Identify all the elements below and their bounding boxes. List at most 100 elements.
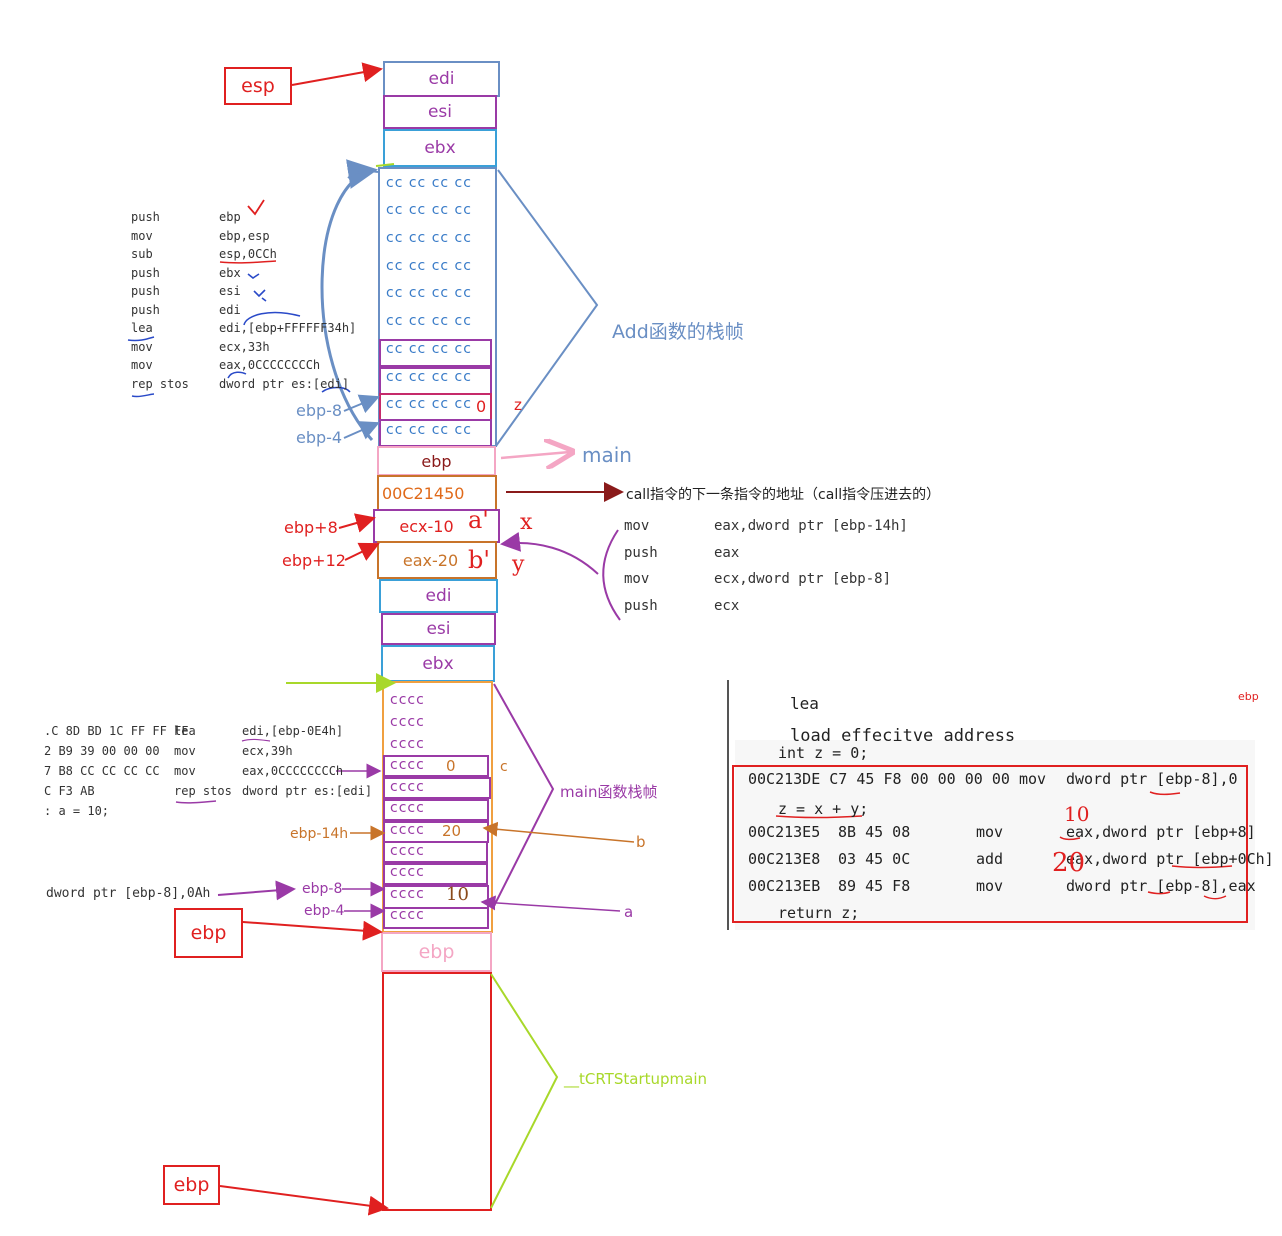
saved-ebp-cell: ebp bbox=[421, 451, 452, 471]
c-value: 0 bbox=[446, 757, 456, 775]
asm-op: lea bbox=[131, 321, 153, 335]
main-cccc-row: cccc bbox=[390, 843, 425, 859]
row4-arg: dword ptr [ebp-8],eax bbox=[1066, 877, 1256, 895]
asm-bytes: : a = 10; bbox=[44, 804, 110, 818]
asm-op: push bbox=[624, 597, 658, 614]
row2-arg: eax,dword ptr [ebp+8] bbox=[1066, 823, 1256, 841]
asm-bytes: .C 8D BD 1C FF FF FF bbox=[44, 724, 189, 738]
row2-op: mov bbox=[976, 823, 1004, 841]
asm-arg: ecx,33h bbox=[219, 339, 270, 354]
a-value: 10 bbox=[446, 884, 469, 905]
hand-a-prime: a' bbox=[468, 506, 489, 534]
main-saved-ebp: ebp bbox=[418, 941, 455, 963]
row1-bytes: C7 45 F8 00 00 00 00 bbox=[829, 770, 1010, 788]
ebp-minus-4-top: ebp-4 bbox=[296, 428, 343, 447]
cc-row: cc cc cc cc bbox=[386, 341, 472, 357]
asm-arg: ebx bbox=[219, 265, 241, 280]
main-cccc-row-a: cccc bbox=[390, 886, 425, 902]
row1-arg: dword ptr [ebp-8],0 bbox=[1066, 770, 1238, 788]
ebp-minus-4-bottom: ebp-4 bbox=[304, 903, 345, 919]
main-cccc-row: cccc bbox=[390, 907, 425, 923]
esp-label: esp bbox=[224, 67, 292, 105]
asm-op: push bbox=[131, 210, 160, 224]
ebp-plus-8-label: ebp+8 bbox=[284, 518, 338, 537]
asm-op: push bbox=[131, 265, 160, 280]
ebp-minus-8-top: ebp-8 bbox=[296, 401, 343, 420]
cc-row: cc cc cc cc bbox=[386, 422, 472, 438]
hand-y: y bbox=[512, 552, 525, 577]
ebp-minus-8-bottom: ebp-8 bbox=[302, 881, 343, 897]
cc-row: cc cc cc cc bbox=[386, 285, 472, 301]
z-value: 0 bbox=[476, 397, 487, 416]
ebp-corner-label: ebp bbox=[1238, 690, 1259, 703]
hand-20: 20 bbox=[1052, 848, 1086, 878]
row4-bytes: 89 45 F8 bbox=[838, 877, 911, 895]
add-frame-label: Add函数的栈帧 bbox=[612, 321, 744, 343]
asm-arg: eax,0CCCCCCCCh bbox=[242, 764, 344, 778]
main-cccc-row: cccc bbox=[390, 692, 425, 708]
tcrt-label: __tCRTStartupmain bbox=[564, 1070, 707, 1088]
asm-op: lea bbox=[174, 724, 196, 738]
row4-addr: 00C213EB bbox=[748, 877, 821, 895]
row2-bytes: 8B 45 08 bbox=[838, 823, 911, 841]
ebp-14h-label: ebp-14h bbox=[290, 826, 349, 842]
bottom-edi-cell: edi bbox=[425, 586, 452, 606]
code-panel-frame bbox=[727, 680, 1255, 930]
row1-op: mov bbox=[1018, 770, 1047, 788]
asm-arg: edi bbox=[219, 302, 241, 317]
code-row-1: 00C213DE C7 45 F8 00 00 00 00 mov bbox=[748, 770, 1046, 788]
row3-arg: eax,dword ptr [ebp+0Ch] bbox=[1066, 850, 1274, 868]
asm-bytes: 7 B8 CC CC CC CC bbox=[44, 764, 160, 778]
b-label: b bbox=[636, 833, 646, 851]
code-z-sum: z = x + y; bbox=[778, 800, 869, 818]
call-note: call指令的下一条指令的地址（call指令压进去的） bbox=[626, 487, 941, 503]
code-return: return z; bbox=[778, 904, 860, 922]
row3-bytes: 03 45 0C bbox=[838, 850, 911, 868]
asm-op: mov bbox=[624, 518, 650, 534]
asm-op: push bbox=[131, 302, 160, 317]
asm-bytes: 2 B9 39 00 00 00 bbox=[44, 744, 160, 758]
asm-arg: dword ptr es:[edi] bbox=[219, 376, 350, 391]
ebp-box-tcrt: ebp bbox=[163, 1165, 220, 1205]
asm-op: push bbox=[131, 284, 160, 298]
top-register-stack bbox=[383, 61, 500, 167]
code-lea-desc: load effecitve address bbox=[790, 726, 1016, 746]
main-cccc-row: cccc bbox=[390, 736, 425, 752]
asm-op: mov bbox=[131, 228, 153, 243]
asm-arg: ecx bbox=[714, 597, 740, 614]
main-frame-column bbox=[381, 681, 493, 1211]
asm-arg: eax,0CCCCCCCCh bbox=[219, 358, 321, 372]
return-address-cell: 00C21450 bbox=[382, 483, 465, 503]
row3-op: add bbox=[976, 850, 1004, 868]
asm-arg: eax,dword ptr [ebp-14h] bbox=[714, 518, 908, 534]
cc-row: cc cc cc cc bbox=[386, 369, 472, 385]
main-cccc-row-c: cccc bbox=[390, 757, 425, 773]
code-lea: lea bbox=[790, 694, 819, 713]
row2-addr: 00C213E5 bbox=[748, 823, 821, 841]
main-cccc-row: cccc bbox=[390, 864, 425, 880]
ebp-box-main: ebp bbox=[174, 908, 243, 958]
param-y-cell: eax-20 bbox=[402, 550, 459, 570]
bottom-ebx-cell: ebx bbox=[422, 653, 454, 674]
hand-b-prime: b' bbox=[468, 546, 490, 574]
asm-a-init: dword ptr [ebp-8],0Ah bbox=[46, 886, 211, 901]
row3-addr: 00C213E8 bbox=[748, 850, 821, 868]
asm-arg: ebp,esp bbox=[219, 228, 270, 243]
asm-arg: edi,[ebp+FFFFFF34h] bbox=[219, 321, 357, 335]
hand-10: 10 bbox=[1064, 802, 1090, 826]
cc-row: cc cc cc cc bbox=[386, 313, 472, 329]
asm-op: push bbox=[624, 544, 658, 561]
bottom-esi-cell: esi bbox=[426, 619, 451, 639]
cc-row-z: cc cc cc cc bbox=[386, 396, 472, 412]
asm-op: mov bbox=[131, 339, 153, 354]
z-label: z bbox=[514, 396, 522, 414]
asm-arg: ebp bbox=[219, 210, 241, 224]
top-ebx-cell: ebx bbox=[424, 138, 456, 158]
asm-op: mov bbox=[131, 358, 153, 372]
asm-arg: esp,0CCh bbox=[219, 247, 277, 261]
asm-arg: ecx,dword ptr [ebp-8] bbox=[714, 571, 892, 587]
asm-op: rep stos bbox=[174, 784, 232, 798]
cc-row: cc cc cc cc bbox=[386, 175, 472, 191]
asm-arg: eax bbox=[714, 544, 740, 561]
